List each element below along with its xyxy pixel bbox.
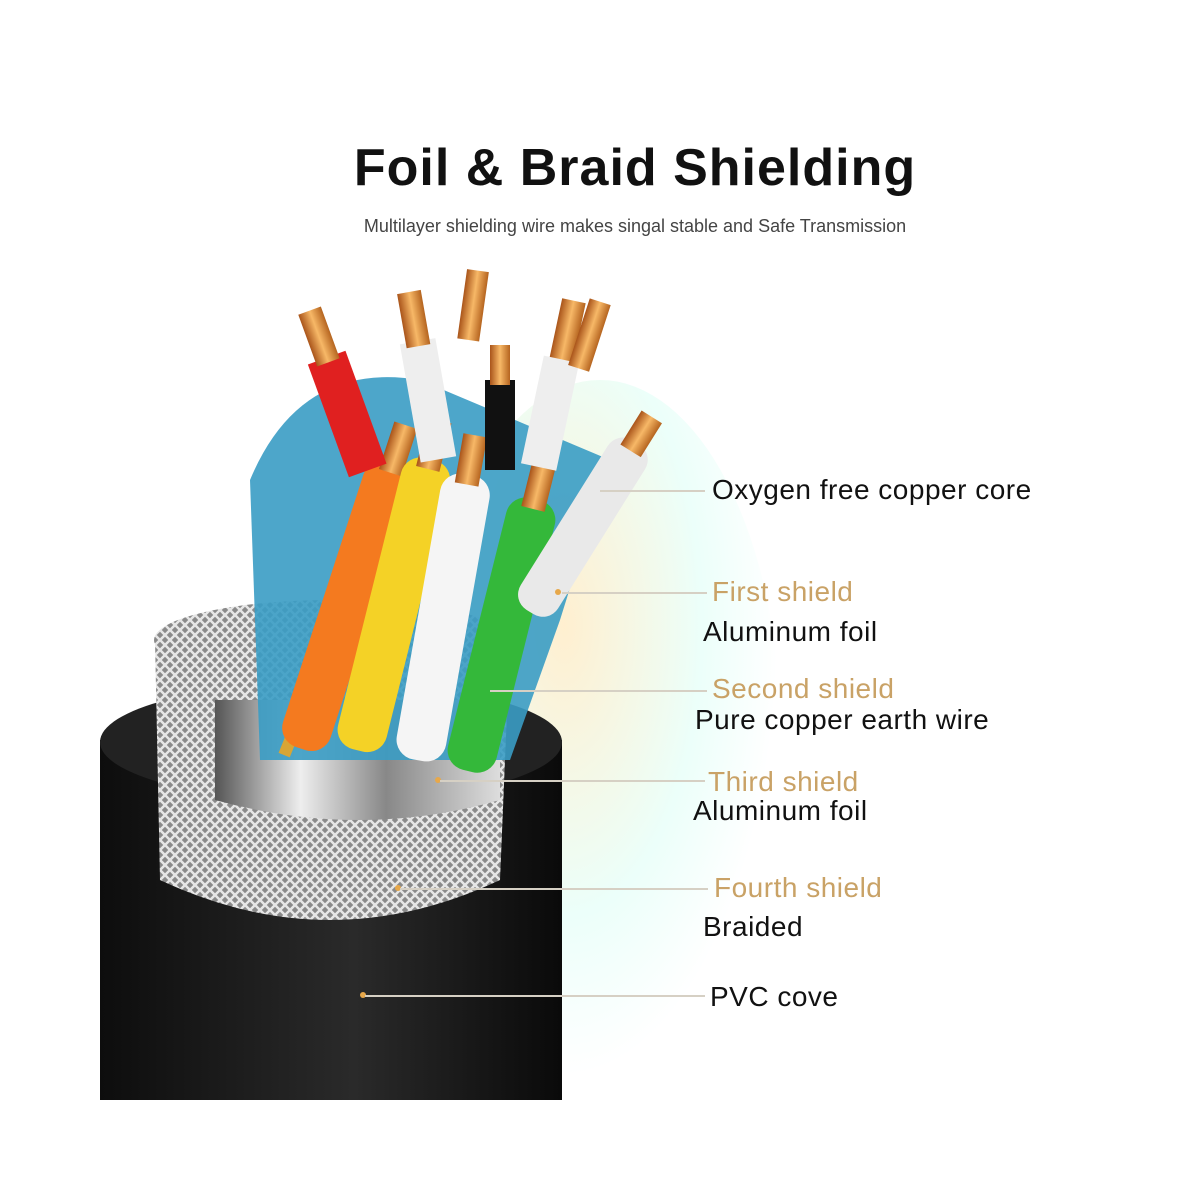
label-first-shield: First shield — [712, 576, 854, 607]
leader-line-first — [562, 592, 707, 594]
label-fourth-shield: Fourth shield — [714, 872, 883, 903]
label-first-shield-desc: Aluminum foil — [703, 616, 878, 647]
label-pvc-jacket: PVC cove — [710, 981, 839, 1012]
leader-line-second — [490, 690, 707, 692]
leader-dot-third — [435, 777, 441, 783]
label-core: Oxygen free copper core — [712, 474, 1032, 505]
leader-dot-first — [555, 589, 561, 595]
leader-line-fourth — [400, 888, 708, 890]
label-second-shield: Second shield — [712, 673, 895, 704]
label-third-shield-desc: Aluminum foil — [693, 795, 868, 826]
label-fourth-shield-desc: Braided — [703, 911, 804, 942]
leader-line-core — [600, 490, 705, 492]
inner-wires — [278, 269, 662, 773]
label-third-shield: Third shield — [708, 766, 859, 797]
label-second-shield-desc: Pure copper earth wire — [695, 704, 990, 735]
leader-line-jacket — [365, 995, 705, 997]
page-title: Foil & Braid Shielding — [353, 139, 917, 197]
leader-line-third — [440, 780, 705, 782]
leader-dot-jacket — [360, 992, 366, 998]
leader-dot-fourth — [395, 885, 401, 891]
page-subtitle: Multilayer shielding wire makes singal s… — [363, 216, 907, 236]
